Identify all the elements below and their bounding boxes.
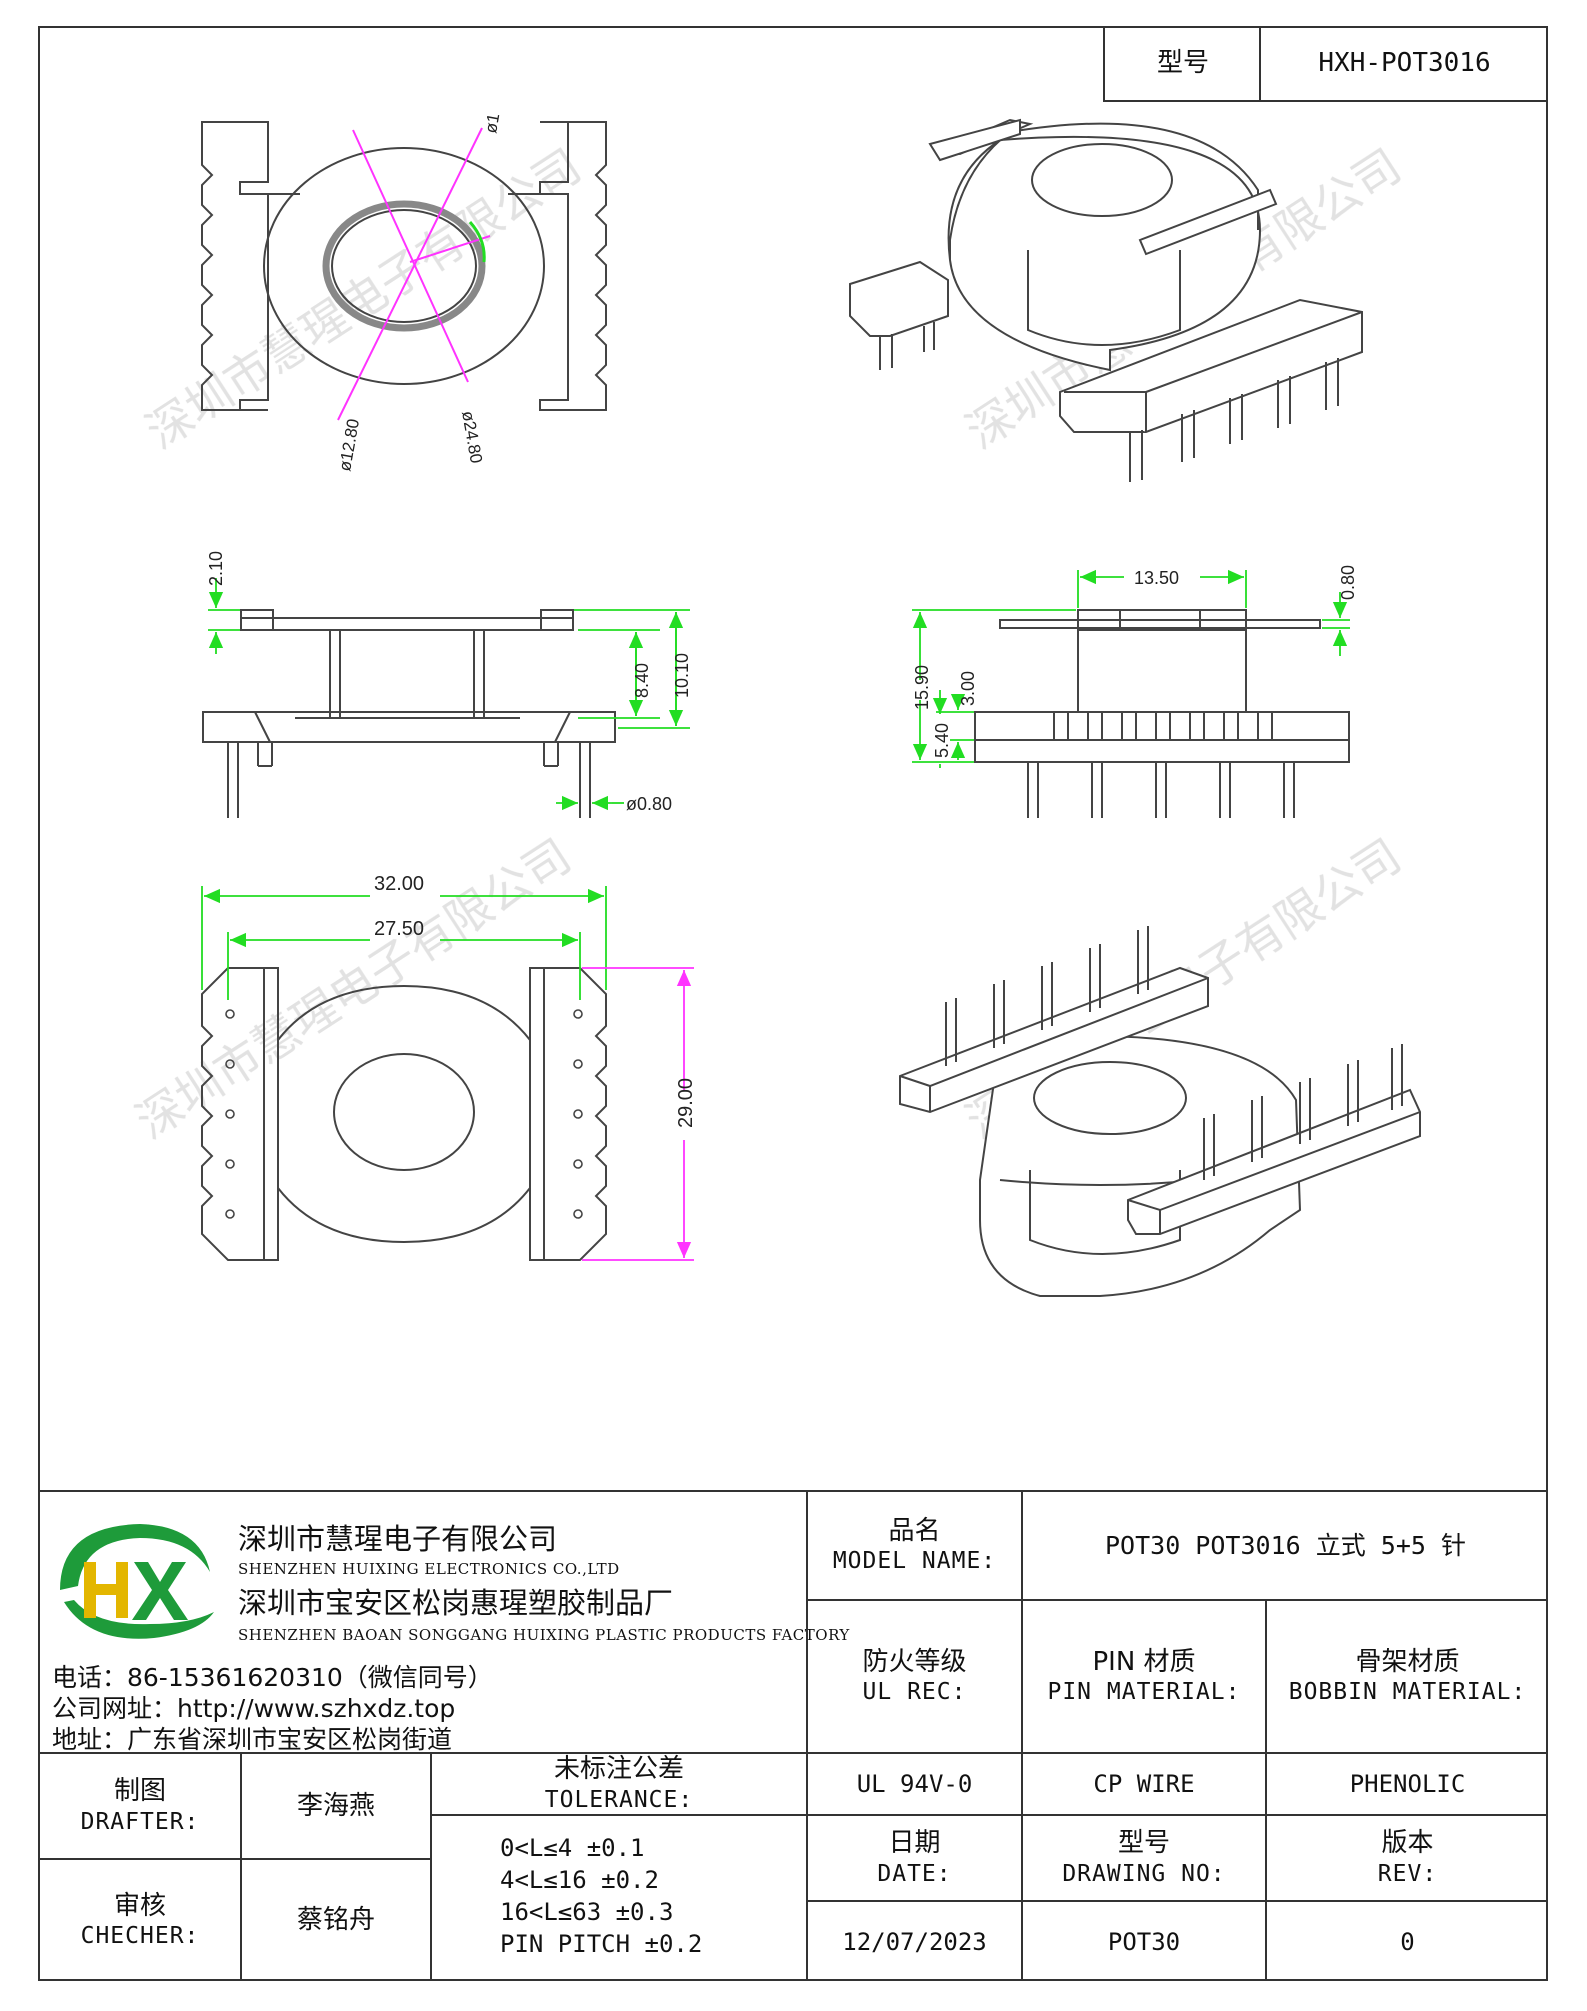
divider [1021,1490,1023,1981]
company-phone: 电话：86-15361620310（微信同号） [52,1663,493,1692]
drafter-name: 李海燕 [296,1790,375,1821]
dim-bottom-outer: 32.00 [374,873,424,895]
factory-name-cn: 深圳市宝安区松岗惠瑆塑胶制品厂 [238,1586,674,1620]
drawing-no-value: POT30 [1107,1927,1181,1956]
title-block-top-line [38,1490,1548,1492]
rev-label: 版本 REV: [1377,1828,1438,1887]
rev-value: 0 [1400,1927,1415,1956]
divider [38,1752,1548,1754]
checker-name: 蔡铭舟 [296,1905,375,1936]
dim-bottom-inner: 27.50 [374,918,424,940]
dim-left-total: 10.10 [672,653,692,698]
bobbin-material-label: 骨架材质 BOBBIN MATERIAL: [1288,1646,1527,1706]
checker-label: 审核 CHECHER: [80,1890,200,1950]
divider [430,1814,1548,1816]
divider [38,1858,430,1860]
tolerance-row: 0<L≤4 ±0.1 [500,1834,645,1862]
pin-material-label: PIN 材质 PIN MATERIAL: [1047,1646,1241,1706]
tolerance-list: 0<L≤4 ±0.1 4<L≤16 ±0.2 16<L≤63 ±0.3 PIN … [500,1832,702,1960]
iso-view-bottom [899,926,1421,1297]
watermark-text: 深圳市慧瑆电子有限公司 [127,829,580,1148]
model-name-value: POT30 POT3016 立式 5+5 针 [1105,1530,1466,1560]
company-logo [60,1524,214,1639]
dim-right-base: 5.40 [932,723,952,758]
company-contact: 电话：86-15361620310（微信同号） 公司网址：http://www.… [52,1662,493,1755]
date-label: 日期 DATE: [877,1828,952,1887]
dim-top-d1: ø1 [481,112,503,135]
divider [806,1599,1548,1601]
tolerance-label: 未标注公差 TOLERANCE: [544,1754,694,1813]
dim-right-flange: 0.80 [1338,565,1358,600]
top-view [201,121,607,411]
divider [240,1752,242,1981]
company-website[interactable]: 公司网址：http://www.szhxdz.top [52,1694,456,1723]
dim-top-d24: ø24.80 [458,409,486,464]
divider [806,1900,1548,1902]
side-view-left [202,609,616,818]
bottom-view [201,967,607,1261]
dim-left-flange: 2.10 [206,551,226,586]
dim-right-step: 3.00 [958,671,978,706]
dim-left-winding: 8.40 [632,663,652,698]
company-name-block: 深圳市慧瑆电子有限公司 SHENZHEN HUIXING ELECTRONICS… [238,1516,850,1644]
company-name-cn: 深圳市慧瑆电子有限公司 [238,1522,558,1556]
date-value: 12/07/2023 [842,1927,987,1956]
drafter-label: 制图 DRAFTER: [80,1776,200,1835]
ul-rec-label: 防火等级 UL REC: [862,1646,967,1706]
company-name-en: SHENZHEN HUIXING ELECTRONICS CO.,LTD [238,1560,620,1578]
bobbin-value: PHENOLIC [1349,1770,1466,1798]
divider [430,1752,432,1981]
dim-right-height: 15.90 [912,665,932,710]
tolerance-row: 4<L≤16 ±0.2 [500,1866,659,1894]
tolerance-row: 16<L≤63 ±0.3 [500,1898,674,1926]
drawing-frame [38,26,1548,1981]
logo-letters [84,1562,128,1618]
dim-bottom-depth: 29.00 [675,1078,697,1128]
header-model-label: 型号 [1103,26,1261,102]
model-name-label: 品名 MODEL NAME: [832,1515,997,1575]
factory-name-en: SHENZHEN BAOAN SONGGANG HUIXING PLASTIC … [238,1626,850,1644]
technical-drawing: 深圳市慧瑆电子有限公司 深圳市慧瑆电子有限公司 深圳市慧瑆电子有限公司 深圳市慧… [127,112,1421,1297]
dim-top-d12: ø12.80 [335,417,363,472]
iso-view-top [849,118,1363,482]
side-view-right [974,609,1350,818]
dim-right-width: 13.50 [1134,568,1179,588]
header-model-value: HXH-POT3016 [1259,26,1548,102]
divider [806,1490,808,1981]
ul-value: UL 94V-0 [856,1770,973,1798]
divider [1265,1599,1267,1823]
pin-value: CP WIRE [1093,1770,1195,1798]
company-address: 地址：广东省深圳市宝安区松岗街道 [52,1725,453,1754]
dim-left-pin: ø0.80 [626,794,672,814]
tolerance-row: PIN PITCH ±0.2 [500,1930,703,1958]
drawing-no-label: 型号 DRAWING NO: [1062,1828,1226,1887]
